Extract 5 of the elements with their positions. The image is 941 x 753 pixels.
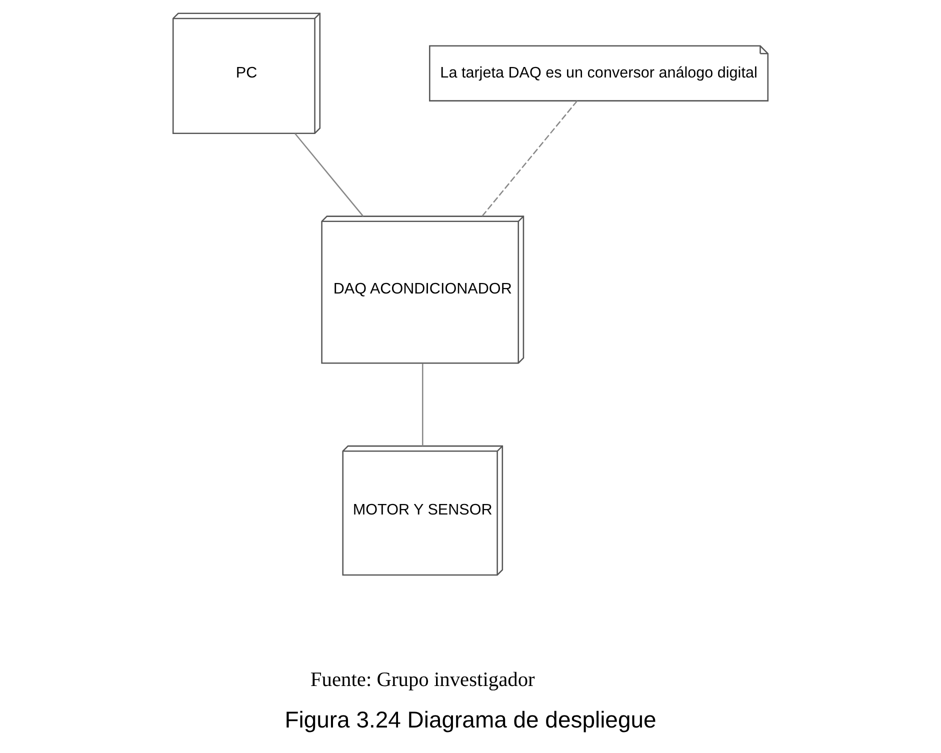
connector [294, 133, 364, 217]
label: Fuente: Grupo investigador [310, 668, 535, 691]
caption: Figura 3.24 Diagrama de despliegue [284, 706, 656, 732]
connector [482, 100, 578, 216]
connector [422, 364, 424, 446]
